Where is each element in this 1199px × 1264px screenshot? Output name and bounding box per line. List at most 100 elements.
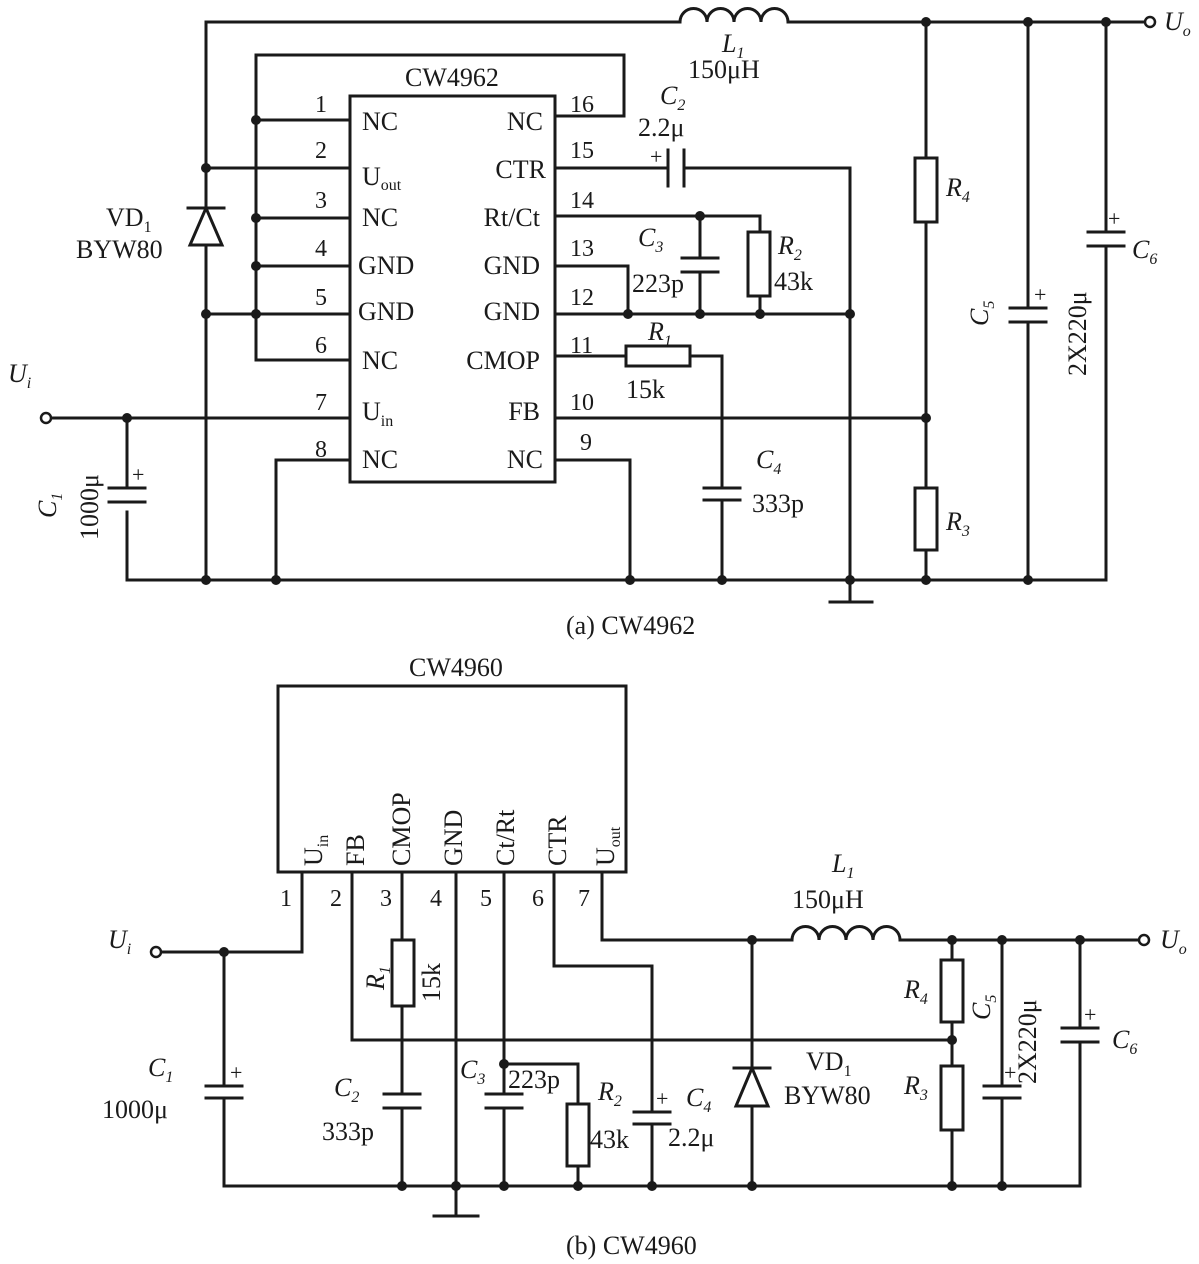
circuit-b: CW4960 Uin FB CMOP GND Ct/Rt CTR Uout 1 … [102, 653, 1187, 1260]
c3-b-ref: C3 [460, 1055, 485, 1088]
pin-b-1-label: Uin [299, 835, 332, 866]
ui-b-label: Ui [108, 925, 131, 958]
pin-11-label: CMOP [466, 346, 540, 375]
pin-number-2: 2 [315, 138, 327, 164]
pin-9-label: NC [507, 445, 543, 474]
inductor-l1-a [678, 7, 790, 24]
vd1-b-ref: VD1 [806, 1047, 852, 1080]
c6-b-ref: C6 [1112, 1025, 1137, 1058]
pin-3-label: NC [362, 203, 398, 232]
r2-a-value: 43k [774, 267, 813, 296]
pin-15-label: CTR [495, 155, 546, 184]
resistor-r1-a [624, 344, 692, 368]
pin-6-label: NC [362, 346, 398, 375]
r4-a-ref: R4 [945, 173, 970, 206]
capacitor-c6-b: + [1060, 1002, 1100, 1044]
r1-a-ref: R1 [647, 317, 672, 350]
ui-a-label: Ui [8, 359, 31, 392]
pin-b-number-6: 6 [532, 886, 544, 912]
svg-text:+: + [230, 1060, 242, 1085]
capacitor-c2-a: + [650, 144, 686, 188]
resistor-r2-a [746, 230, 772, 298]
pin-number-16: 16 [570, 92, 594, 118]
c4-b-ref: C4 [686, 1083, 711, 1116]
c56-a-value: 2X220μ [1063, 291, 1092, 376]
c56-b-value: 2X220μ [1013, 999, 1042, 1084]
capacitor-c5-a: + [1008, 282, 1048, 324]
pin-b-number-4: 4 [430, 886, 442, 912]
pin-number-5: 5 [315, 285, 327, 311]
capacitor-c1-a: + [107, 462, 147, 504]
c3-a-value: 223p [632, 269, 684, 298]
pin-16-label: NC [507, 107, 543, 136]
resistor-r3-b [939, 1064, 965, 1132]
wires-b [158, 870, 1142, 1218]
pin-b-7-label: Uout [591, 826, 624, 866]
pin-7-label: Uin [362, 397, 393, 430]
uo-a-label: Uo [1164, 7, 1191, 40]
vd1-b-value: BYW80 [784, 1081, 871, 1110]
r1-b-value: 15k [417, 963, 446, 1002]
resistor-r3-a [913, 486, 939, 552]
pin-b-3-label: CMOP [387, 792, 416, 866]
c5-a-ref: C5 [965, 301, 998, 326]
l1-a-ref: L1 [721, 29, 744, 62]
pin-10-label: FB [508, 397, 540, 426]
capacitor-c4-a [702, 486, 742, 502]
c4-b-value: 2.2μ [668, 1123, 714, 1152]
ic-cw4960-body [276, 684, 628, 874]
c1-a-ref: C1 [33, 493, 66, 518]
r1-a-value: 15k [626, 375, 665, 404]
pin-number-13: 13 [570, 236, 594, 262]
caption-b: (b) CW4960 [566, 1231, 697, 1260]
pin-b-6-label: CTR [543, 815, 572, 866]
capacitor-c2-b [382, 1092, 422, 1110]
pin-4-label: GND [358, 251, 414, 280]
junctions-a [122, 17, 1111, 585]
junctions-b [219, 935, 1085, 1191]
pin-number-14: 14 [570, 188, 594, 214]
resistor-r2-b [565, 1102, 591, 1168]
c1-b-ref: C1 [148, 1053, 173, 1086]
pin-number-12: 12 [570, 285, 594, 311]
resistor-r4-a [913, 156, 939, 224]
pin-2-label: Uout [362, 162, 402, 194]
c3-a-ref: C3 [638, 223, 663, 256]
inductor-l1-b [790, 925, 902, 942]
pin-number-10: 10 [570, 390, 594, 416]
r1-b-ref: R1 [361, 966, 394, 991]
svg-text:+: + [1004, 1060, 1016, 1085]
pin-b-number-5: 5 [480, 886, 492, 912]
capacitor-c5-b: + [982, 1060, 1022, 1100]
terminal-uo-a [1143, 15, 1157, 29]
pin-b-number-3: 3 [380, 886, 392, 912]
circuit-a: CW4962 NC Uout NC GND GND NC Uin NC NC F… [8, 7, 1191, 640]
pin-b-number-7: 7 [578, 886, 590, 912]
c4-a-ref: C4 [756, 445, 781, 478]
pin-b-number-2: 2 [330, 886, 342, 912]
svg-text:+: + [132, 462, 144, 487]
pin-14-label: Rt/Ct [484, 203, 541, 232]
pin-b-2-label: FB [341, 834, 370, 866]
c2-a-ref: C2 [660, 81, 685, 114]
pin-number-3: 3 [315, 188, 327, 214]
pin-b-4-label: GND [439, 810, 468, 866]
r2-b-value: 43k [590, 1125, 629, 1154]
pin-number-7: 7 [315, 390, 327, 416]
r4-b-ref: R4 [903, 975, 928, 1008]
c6-a-ref: C6 [1132, 235, 1157, 268]
svg-text:+: + [1034, 282, 1046, 307]
r3-b-ref: R3 [903, 1071, 928, 1104]
capacitor-c1-b: + [204, 1060, 244, 1100]
pin-5-label: GND [358, 297, 414, 326]
resistor-r4-b [939, 958, 965, 1024]
resistor-r1-b [390, 938, 416, 1008]
l1-a-value: 150μH [688, 55, 760, 84]
pin-1-label: NC [362, 107, 398, 136]
ic-cw4962-title: CW4962 [405, 63, 499, 92]
pin-b-5-label: Ct/Rt [491, 809, 520, 866]
r3-a-ref: R3 [945, 507, 970, 540]
ic-cw4960-title: CW4960 [409, 653, 503, 682]
l1-b-ref: L1 [831, 849, 854, 882]
r2-b-ref: R2 [597, 1077, 622, 1110]
